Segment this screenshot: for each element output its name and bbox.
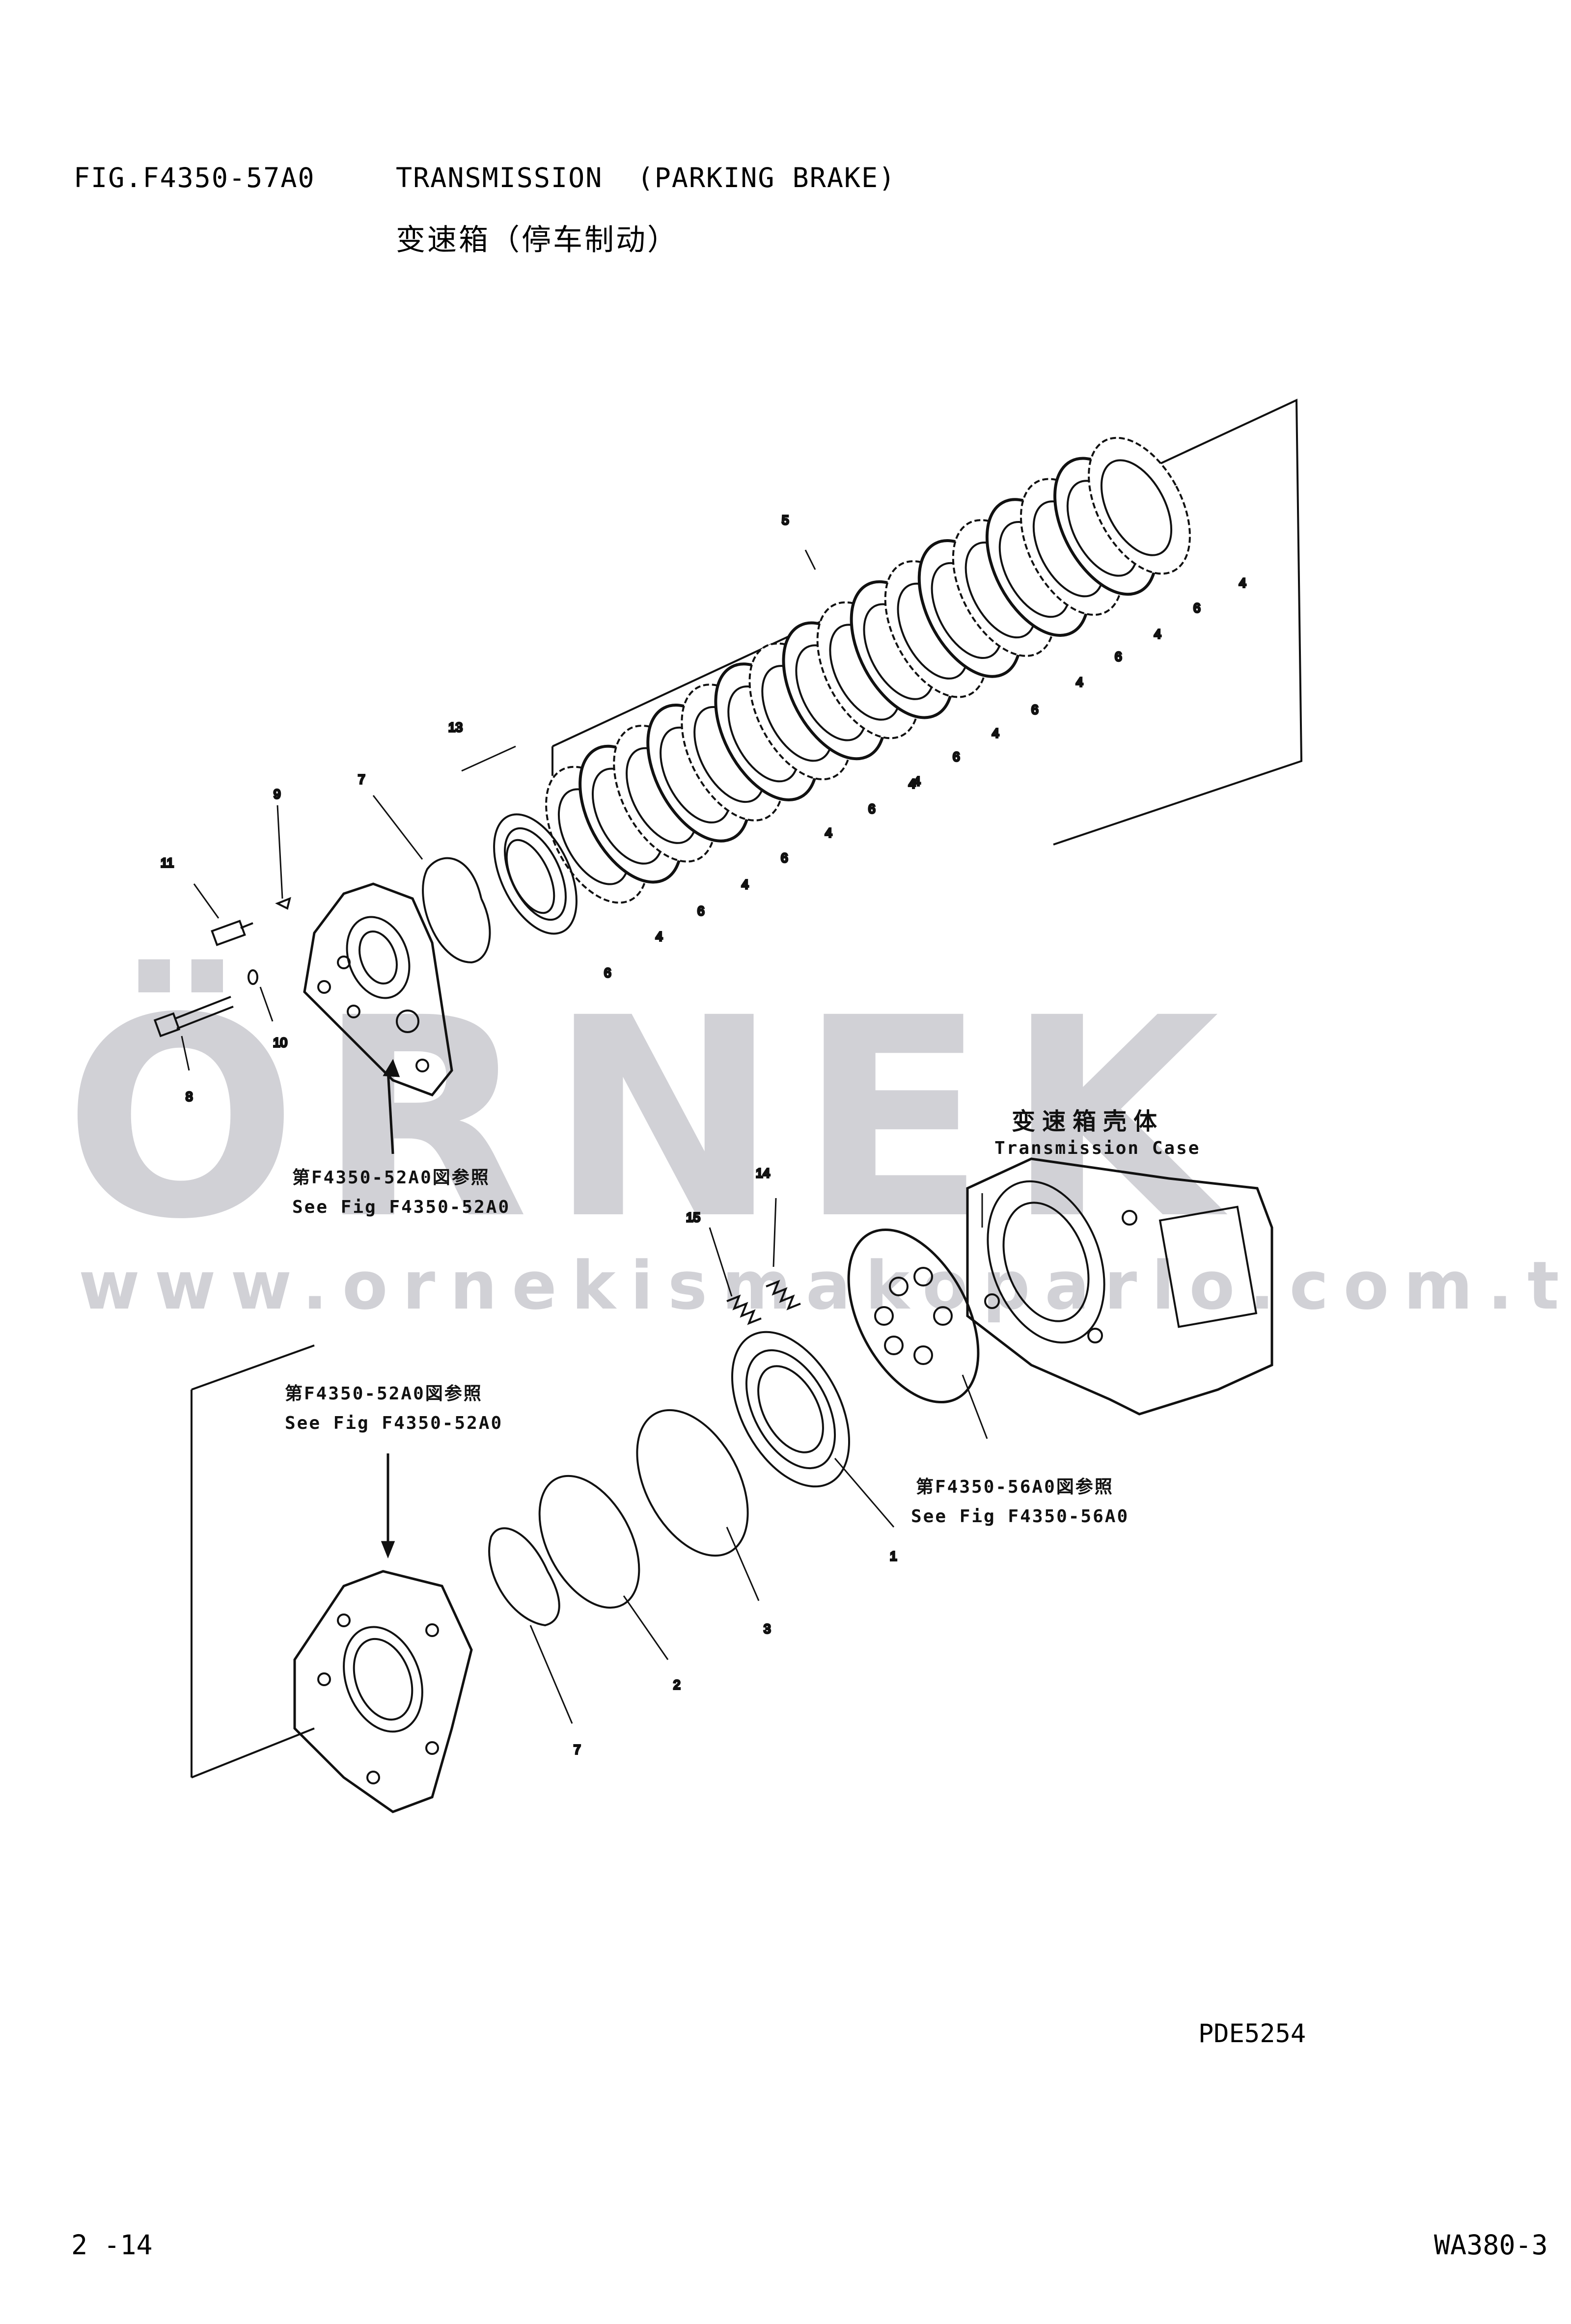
piston-1 [731,1331,851,1488]
callout-label: 15 [686,1210,700,1225]
snap-ring-upper [422,857,491,964]
clutch-discs [545,437,1191,904]
seal-ring-2 [538,1475,640,1609]
callout-label: 6 [1031,702,1038,717]
spring-pin-9 [275,897,291,910]
callout-label: 9 [274,787,280,801]
callout-label: 4 [656,929,662,944]
watermark-brand: ÖRNEK [64,959,1239,1280]
ref-case-en: Transmission Case [994,1138,1200,1158]
ref-right-cn: 第F4350-56A0図参照 [916,1477,1114,1497]
figure-title: TRANSMISSION (PARKING BRAKE) [396,162,896,193]
leader-lines [181,549,988,1724]
callout-label: 10 [273,1035,287,1050]
figure-number: FIG.F4350-57A0 [74,162,315,193]
callout-label: 4 [742,877,748,892]
callout-label: 4 [992,726,999,740]
callout-label: 4 [1239,575,1246,590]
callout-label: 4 [1076,675,1083,689]
spring-cage [847,1228,980,1404]
callout-label: 6 [604,965,611,980]
watermark-url: www.ornekismakoparlo.com.tr [79,1247,1571,1324]
bolt-8 [153,996,234,1038]
transmission-case [966,1157,1273,1416]
seal-ring-3 [636,1409,749,1557]
drawing-code: PDE5254 [1198,2019,1306,2049]
callout-label: 6 [1115,649,1122,664]
callout-label: 6 [1193,601,1200,615]
callout-label: 4 [913,774,920,789]
callout-label: 3 [764,1621,771,1636]
callout-label: 4 [825,825,832,840]
ref-lower-en: See Fig F4350-52A0 [285,1413,503,1433]
callout-label: 13 [448,720,463,735]
callout-label: 6 [697,903,704,918]
callout-label: 4 [909,776,915,791]
ref-case-cn: 变速箱壳体 [1012,1108,1164,1135]
upper-housing [303,882,453,1096]
reference-notes: 第F4350-52A0図参照 See Fig F4350-52A0 第F4350… [285,1108,1200,1527]
lower-housing [293,1570,473,1813]
callout-label: 6 [868,801,875,816]
ref-upper-cn: 第F4350-52A0図参照 [292,1168,490,1188]
spring-14 [766,1280,801,1311]
page-number: 2 -14 [71,2229,153,2261]
callout-label: 5 [782,513,789,527]
figure-title-chinese: 变速箱（停车制动） [396,223,679,257]
callout-label: 4 [1154,627,1161,641]
ref-right-en: See Fig F4350-56A0 [911,1506,1129,1527]
bearing-13 [493,813,578,935]
bolt-11 [211,920,253,946]
callout-label: 6 [953,749,960,764]
snap-ring-lower [488,1527,560,1627]
callout-label: 8 [186,1089,193,1104]
o-ring-10 [248,969,258,985]
callout-label: 14 [756,1166,770,1180]
ref-lower-cn: 第F4350-52A0図参照 [285,1384,483,1404]
callout-label: 2 [673,1677,680,1692]
callout-label: 11 [161,855,174,870]
callout-label: 7 [574,1742,580,1757]
disc-bore [1100,459,1173,556]
ref-upper-en: See Fig F4350-52A0 [292,1197,510,1217]
callout-label: 6 [781,850,788,865]
callout-label: 7 [358,772,365,787]
model-name: WA380-3 [1434,2229,1548,2261]
spring-15 [726,1294,762,1325]
callout-label: 1 [890,1549,897,1563]
separator-plate [1088,437,1191,575]
callout-numbers: 5 4 6 4 6 4 4 6 4 6 4 6 4 6 4 6 4 6 13 7… [160,512,1247,1758]
